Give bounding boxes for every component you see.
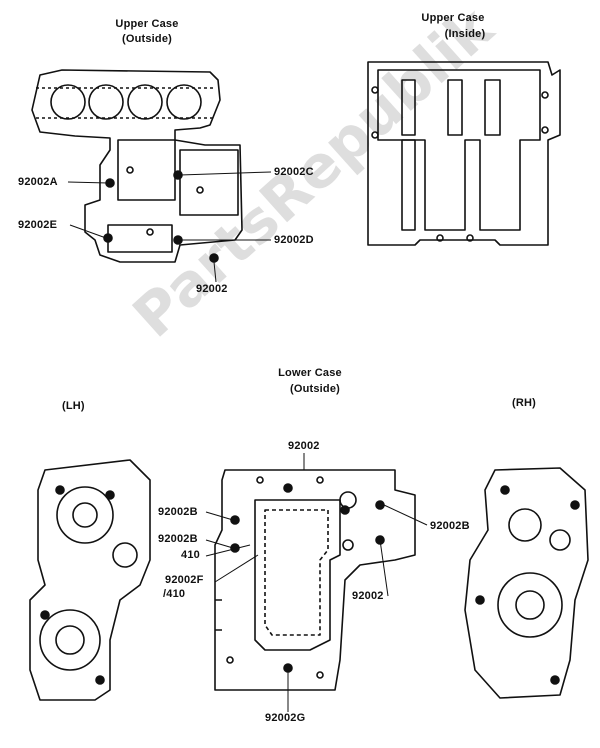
upper-inside-title: Upper Case xyxy=(421,12,485,24)
callout-410: 410 xyxy=(181,549,200,561)
callout-92002b-rh: 92002B xyxy=(430,520,470,532)
leader-lines xyxy=(67,171,428,712)
callout-92002d: 92002D xyxy=(274,234,314,246)
lower-case-outside-drawing xyxy=(214,469,416,691)
upper-outside-title: Upper Case xyxy=(115,18,179,30)
callout-92002b-1: 92002B xyxy=(158,506,198,518)
lower-outside-subtitle: (Outside) xyxy=(289,383,341,395)
lh-side-drawing xyxy=(29,459,151,701)
rh-label: (RH) xyxy=(512,397,537,409)
callout-92002g: 92002G xyxy=(265,712,306,724)
upper-outside-subtitle: (Outside) xyxy=(121,33,173,45)
callout-92002e: 92002E xyxy=(18,219,58,231)
upper-case-inside-drawing xyxy=(367,61,561,246)
upper-case-outside-drawing xyxy=(31,69,243,263)
callout-92002a: 92002A xyxy=(18,176,58,188)
rh-side-drawing xyxy=(464,467,589,699)
lower-outside-title: Lower Case xyxy=(278,367,342,379)
callout-92002-lower-mid: 92002 xyxy=(352,590,384,602)
upper-inside-subtitle: (Inside) xyxy=(444,28,486,40)
callout-92002-upper: 92002 xyxy=(196,283,228,295)
callout-92002-lower-top: 92002 xyxy=(288,440,320,452)
callout-92002b-2: 92002B xyxy=(158,533,198,545)
callout-92002f: 92002F xyxy=(165,574,204,586)
callout-92002c: 92002C xyxy=(274,166,314,178)
lh-label: (LH) xyxy=(62,400,85,412)
callout-410-f: /410 xyxy=(163,588,186,600)
